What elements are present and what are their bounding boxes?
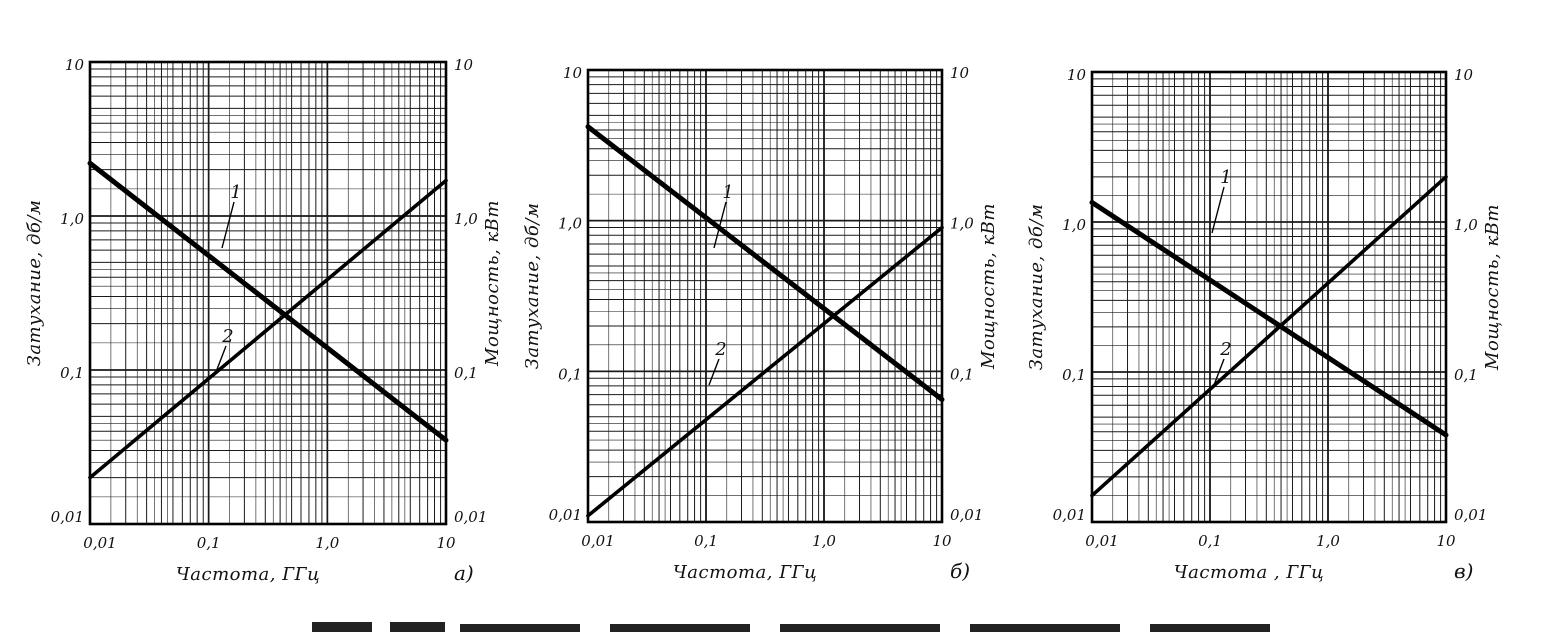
y-right-tick-label: 1,0 bbox=[950, 215, 974, 233]
chart-panel-2: 0,01 0,1 1,0 10 0,01 0,1 1,0 10 0,01 0,1 1,0 10Част… bbox=[522, 64, 999, 583]
series-leader-2 bbox=[708, 358, 720, 386]
y-left-tick-label: 1,0 bbox=[60, 210, 84, 228]
series-leader-1 bbox=[221, 201, 235, 249]
series-leader-2 bbox=[1213, 358, 1225, 386]
x-axis-title: Частота , ГГц bbox=[1174, 562, 1325, 583]
y-right-axis-title: Мощность, кВт bbox=[978, 203, 999, 370]
series-label-1: 1 bbox=[722, 182, 733, 203]
y-left-axis-title: Затухание, дб/м bbox=[24, 200, 45, 367]
x-tick-label: 0,01 bbox=[1085, 532, 1118, 550]
y-left-tick-label: 10 bbox=[1067, 66, 1087, 84]
series-label-1: 1 bbox=[1220, 167, 1231, 188]
x-tick-label: 0,01 bbox=[581, 532, 614, 550]
series-line-1 bbox=[585, 124, 945, 403]
y-right-tick-label: 0,1 bbox=[950, 365, 974, 383]
y-right-axis-title: Мощность, кВт bbox=[482, 200, 503, 367]
y-right-tick-label: 1,0 bbox=[1454, 216, 1478, 234]
x-axis-title: Частота, ГГц bbox=[176, 564, 320, 585]
y-right-tick-label: 0,1 bbox=[454, 364, 478, 382]
panel-label: а) bbox=[454, 561, 474, 585]
x-tick-label: 1,0 bbox=[812, 532, 836, 550]
y-right-tick-label: 10 bbox=[454, 56, 474, 74]
grid-lines bbox=[1091, 71, 1447, 523]
chart-panel-3: 0,01 0,1 1,0 10 0,01 0,1 1,0 10 0,01 0,1 1,0 10Част… bbox=[1026, 66, 1503, 583]
x-tick-label: 0,1 bbox=[694, 532, 718, 550]
plot-frame bbox=[586, 68, 944, 524]
y-left-axis-title: Затухание, дб/м bbox=[522, 203, 543, 370]
y-right-axis-title: Мощность, кВт bbox=[1482, 204, 1503, 371]
y-right-tick-label: 0,01 bbox=[1454, 506, 1487, 524]
series-line-2 bbox=[586, 225, 944, 518]
plot-frame bbox=[1090, 70, 1448, 524]
y-left-tick-label: 0,01 bbox=[549, 506, 582, 524]
series-leader-1 bbox=[713, 201, 727, 249]
y-right-tick-label: 0,01 bbox=[454, 508, 487, 526]
grid-lines bbox=[89, 61, 447, 525]
y-left-tick-label: 0,1 bbox=[1062, 366, 1086, 384]
series-label-2: 2 bbox=[714, 339, 726, 360]
cut-off-caption-fragment bbox=[312, 622, 1270, 632]
x-tick-label: 10 bbox=[1436, 532, 1456, 550]
y-left-tick-label: 0,1 bbox=[558, 365, 582, 383]
panel-label: б) bbox=[950, 559, 970, 583]
x-tick-label: 0,1 bbox=[197, 534, 221, 552]
y-left-tick-label: 10 bbox=[65, 56, 85, 74]
x-tick-label: 1,0 bbox=[1316, 532, 1340, 550]
series-label-1: 1 bbox=[230, 182, 241, 203]
series-label-2: 2 bbox=[221, 326, 233, 347]
y-left-tick-label: 0,01 bbox=[51, 508, 84, 526]
series-line-1 bbox=[1089, 199, 1449, 438]
x-tick-label: 10 bbox=[436, 534, 456, 552]
y-left-tick-label: 0,01 bbox=[1053, 506, 1086, 524]
y-right-tick-label: 10 bbox=[1454, 66, 1474, 84]
y-left-axis-title: Затухание, дб/м bbox=[1026, 204, 1047, 371]
y-right-tick-label: 10 bbox=[950, 64, 970, 82]
y-left-tick-label: 0,1 bbox=[60, 364, 84, 382]
y-right-tick-label: 1,0 bbox=[454, 210, 478, 228]
chart-panel-1: 0,01 0,1 1,0 10 0,01 0,1 1,0 10 0,01 0,1 1,0 10Част… bbox=[24, 56, 503, 585]
series-line-1 bbox=[87, 160, 449, 443]
y-right-tick-label: 0,01 bbox=[950, 506, 983, 524]
y-left-tick-label: 1,0 bbox=[558, 215, 582, 233]
y-left-tick-label: 1,0 bbox=[1062, 216, 1086, 234]
plot-frame bbox=[88, 60, 448, 526]
x-tick-label: 0,01 bbox=[83, 534, 116, 552]
x-tick-label: 0,1 bbox=[1198, 532, 1222, 550]
y-left-tick-label: 10 bbox=[563, 64, 583, 82]
grid-lines bbox=[587, 69, 943, 523]
panel-label: в) bbox=[1454, 559, 1473, 583]
x-tick-label: 1,0 bbox=[315, 534, 339, 552]
series-leader-1 bbox=[1211, 186, 1225, 234]
y-right-tick-label: 0,1 bbox=[1454, 366, 1478, 384]
x-axis-title: Частота, ГГц bbox=[673, 562, 817, 583]
series-leader-2 bbox=[215, 345, 227, 373]
series-line-2 bbox=[1090, 175, 1448, 498]
series-line-2 bbox=[88, 178, 448, 480]
panels-group: 0,01 0,1 1,0 10 0,01 0,1 1,0 10 0,01 0,1 1,0 10Част… bbox=[24, 56, 1503, 585]
x-tick-label: 10 bbox=[932, 532, 952, 550]
series-label-2: 2 bbox=[1219, 339, 1231, 360]
